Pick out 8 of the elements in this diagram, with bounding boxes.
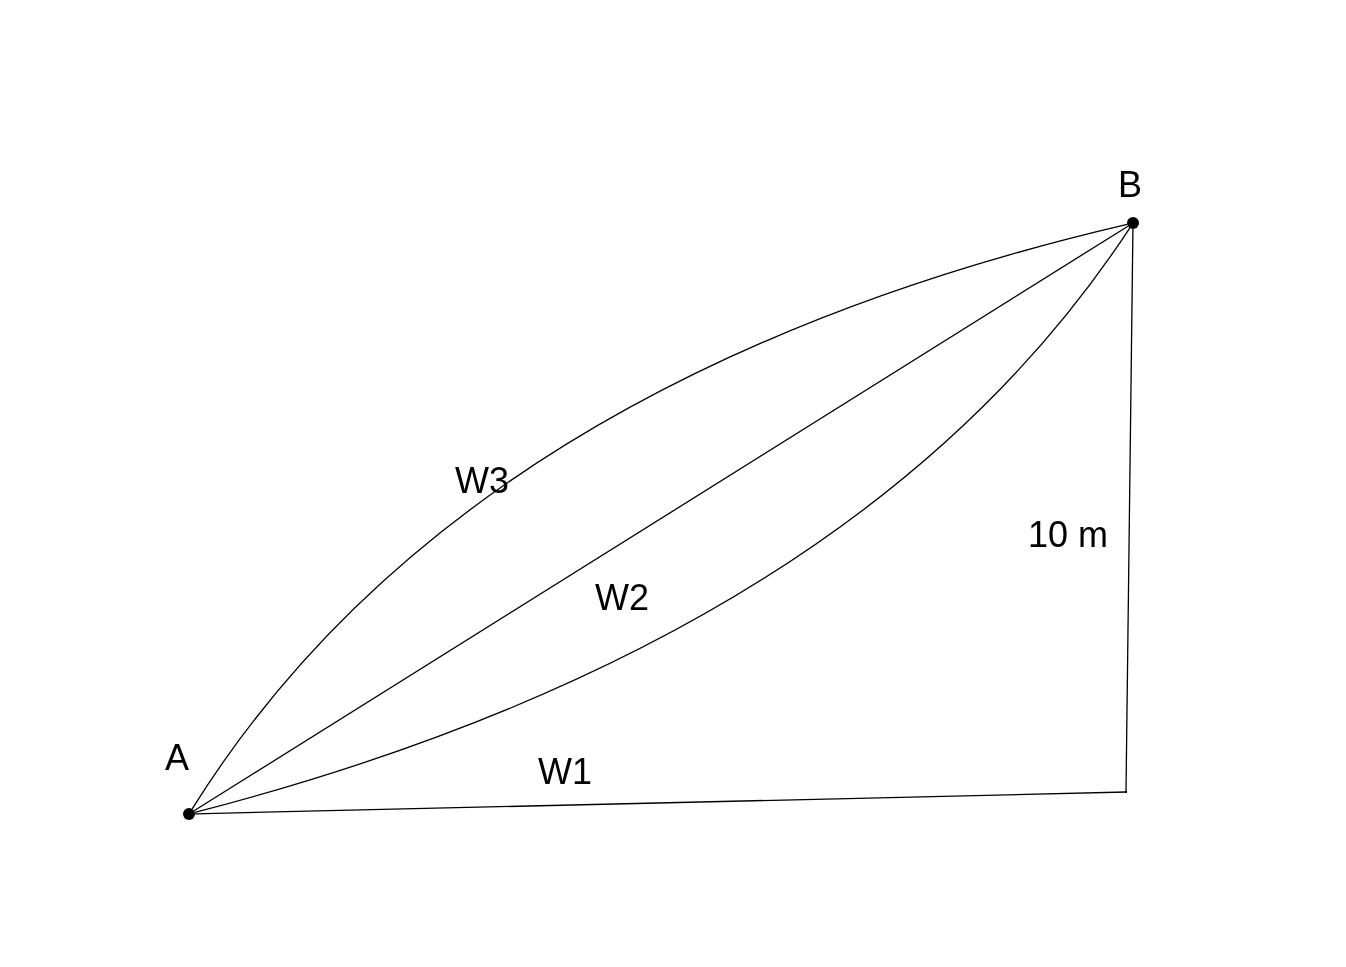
edge-label: W2	[595, 580, 649, 616]
height-label: 10 m	[1028, 517, 1108, 553]
point-label: A	[165, 740, 189, 776]
edge-label: W3	[455, 463, 509, 499]
point-label: B	[1118, 167, 1142, 203]
straight-line	[1125, 228, 1134, 793]
edge-label: W1	[538, 754, 592, 790]
straight-line	[194, 791, 1127, 815]
